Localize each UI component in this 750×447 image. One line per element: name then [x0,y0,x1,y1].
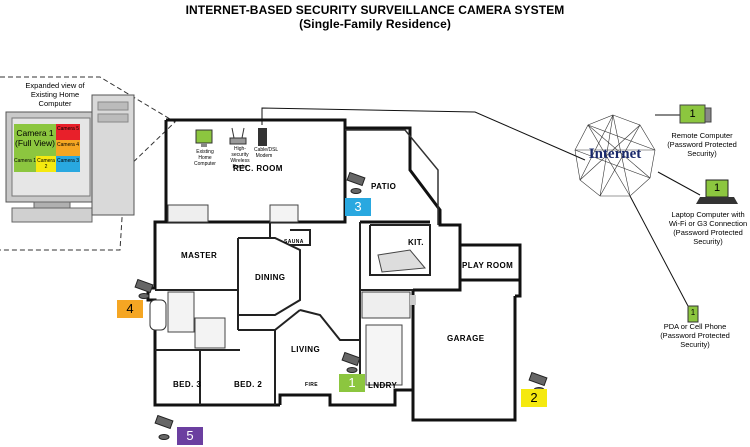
camera-3-device [346,171,366,194]
laptop-icon [696,179,738,204]
kitchen-counter [377,249,426,273]
pda-label: PDA or Cell Phone (Password Protected Se… [660,322,730,349]
computer-callout-outline [0,76,176,251]
screen-tile-camera-2: Camera 2 [37,158,55,170]
room-lndry: LNDRY [368,381,398,390]
remote-computer-icon [679,104,712,124]
screen-tile-camera-5: Camera 5 [57,126,79,132]
pda-icon [687,305,699,323]
master-bath-fixtures [167,291,195,333]
room-rec-room: REC. ROOM [233,164,283,173]
room-dining: DINING [255,273,286,282]
rec-room-fixtures [269,204,299,223]
master-bath-tub [149,299,167,331]
laundry-appliances-2 [365,324,403,386]
garage-doorway [410,295,416,305]
room-kit: KIT. [408,238,424,247]
room-play-room: PLAY ROOM [462,261,514,270]
camera-4-badge: 4 [117,300,143,318]
home-computer-label: Existing Home Computer [194,149,216,167]
interior-walls [155,222,431,405]
screen-tile-camera-1: Camera 1 [14,158,36,164]
room-living: LIVING [291,345,321,354]
room-sauna: SAUNA [284,239,304,245]
patio-outline [345,129,439,225]
pda-badge: 1 [690,308,696,317]
screen-main-label: Camera 1 (Full View) [15,128,55,148]
laptop-label: Laptop Computer with Wi-Fi or G3 Connect… [668,210,748,246]
camera-2-badge: 2 [521,389,547,407]
modem-label: Cable/DSL Modem [254,147,279,159]
internet-label: Internet [588,146,642,162]
rec-room-counter [167,204,209,223]
home-computer-monitor [5,111,131,223]
network-cables [261,107,701,307]
room-garage: GARAGE [447,334,485,343]
computer-caption: Expanded view of Existing Home Computer [25,81,85,108]
room-master: MASTER [181,251,218,260]
camera-1-device [341,351,361,373]
screen-tile-camera-4: Camera 4 [57,142,79,148]
camera-5-badge: 5 [177,427,203,445]
diagram-subtitle: (Single-Family Residence) [299,17,451,31]
hall-bath [194,317,226,349]
home-computer-device [195,129,213,147]
room-patio: PATIO [371,182,397,191]
camera-4-device [134,278,154,299]
wireless-router-device [229,127,247,145]
laundry-appliances [361,291,411,319]
room-bed3: BED. 3 [173,380,202,389]
remote-computer-badge: 1 [689,108,696,120]
camera-5-device [154,414,174,440]
camera-1-badge: 1 [339,374,365,392]
internet-globe [574,114,656,197]
room-bed2: BED. 2 [234,380,263,389]
router-label: High-security Wireless Router [230,146,250,170]
camera-3-badge: 3 [345,198,371,216]
laptop-badge: 1 [713,182,721,194]
modem-device [258,128,267,146]
remote-computer-label: Remote Computer (Password Protected Secu… [667,131,737,158]
diagram-title: INTERNET-BASED SECURITY SURVEILLANCE CAM… [185,3,565,17]
computer-tower [91,94,135,216]
room-fire: FIRE [305,382,318,388]
screen-tile-camera-3: Camera 3 [57,158,79,164]
